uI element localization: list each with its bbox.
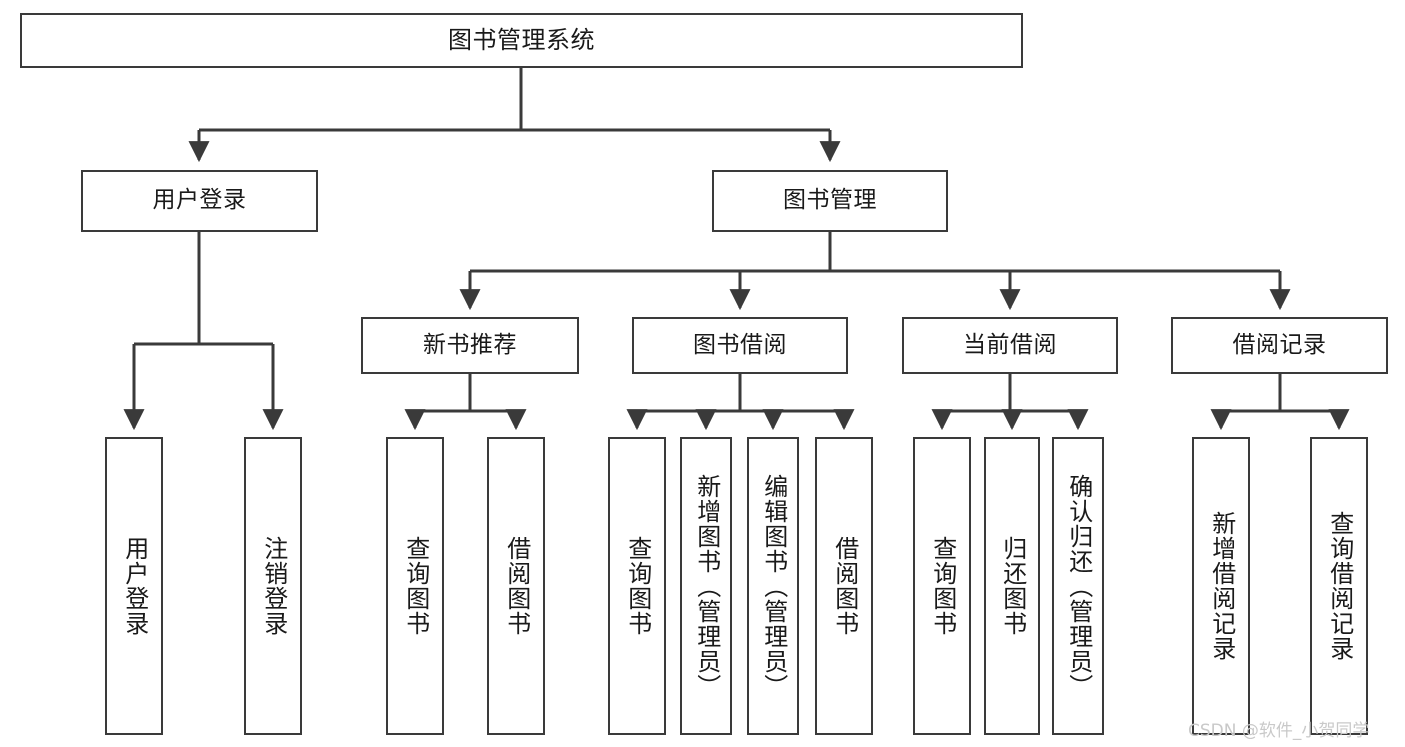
node-leaf-user-logout-label: 注销登录: [259, 536, 288, 636]
node-root[interactable]: 图书管理系统: [20, 13, 1023, 68]
node-leaf-confirm-return-admin[interactable]: 确认归还（管理员）: [1052, 437, 1104, 735]
node-leaf-borrow-book-1-label: 借阅图书: [502, 536, 531, 636]
node-leaf-user-login-label: 用户登录: [120, 536, 149, 636]
csdn-watermark: CSDN @软件_小贺同学: [1188, 721, 1370, 741]
node-book-borrow[interactable]: 图书借阅: [632, 317, 848, 374]
node-borrow-record-label: 借阅记录: [1232, 331, 1327, 358]
node-leaf-query-book-2-label: 查询图书: [623, 536, 652, 636]
node-new-book-recommend-label: 新书推荐: [423, 331, 517, 358]
node-leaf-query-book-1[interactable]: 查询图书: [386, 437, 444, 735]
node-leaf-query-book-2[interactable]: 查询图书: [608, 437, 666, 735]
node-borrow-record[interactable]: 借阅记录: [1171, 317, 1388, 374]
node-leaf-query-borrow-record-label: 查询借阅记录: [1325, 511, 1354, 661]
node-book-manage-label: 图书管理: [783, 187, 877, 214]
node-current-borrow-label: 当前借阅: [963, 331, 1057, 358]
node-leaf-return-book[interactable]: 归还图书: [984, 437, 1040, 735]
node-leaf-borrow-book-2-label: 借阅图书: [830, 536, 859, 636]
node-leaf-add-borrow-record-label: 新增借阅记录: [1207, 511, 1236, 661]
node-leaf-add-book-admin[interactable]: 新增图书（管理员）: [680, 437, 732, 735]
node-leaf-edit-book-admin[interactable]: 编辑图书（管理员）: [747, 437, 799, 735]
node-leaf-user-logout[interactable]: 注销登录: [244, 437, 302, 735]
node-leaf-query-book-3-label: 查询图书: [928, 536, 957, 636]
node-user-login-label: 用户登录: [152, 187, 247, 214]
node-leaf-return-book-label: 归还图书: [998, 536, 1027, 636]
node-leaf-add-book-admin-label: 新增图书（管理员）: [692, 473, 721, 699]
node-current-borrow[interactable]: 当前借阅: [902, 317, 1118, 374]
node-leaf-user-login[interactable]: 用户登录: [105, 437, 163, 735]
node-root-label: 图书管理系统: [448, 26, 595, 55]
node-book-borrow-label: 图书借阅: [693, 331, 787, 358]
node-leaf-query-borrow-record[interactable]: 查询借阅记录: [1310, 437, 1368, 735]
node-new-book-recommend[interactable]: 新书推荐: [361, 317, 579, 374]
node-leaf-query-book-3[interactable]: 查询图书: [913, 437, 971, 735]
node-book-manage[interactable]: 图书管理: [712, 170, 948, 232]
node-leaf-add-borrow-record[interactable]: 新增借阅记录: [1192, 437, 1250, 735]
node-leaf-borrow-book-1[interactable]: 借阅图书: [487, 437, 545, 735]
node-user-login[interactable]: 用户登录: [81, 170, 318, 232]
node-leaf-query-book-1-label: 查询图书: [401, 536, 430, 636]
node-leaf-edit-book-admin-label: 编辑图书（管理员）: [759, 473, 788, 699]
node-leaf-confirm-return-admin-label: 确认归还（管理员）: [1064, 473, 1093, 699]
node-leaf-borrow-book-2[interactable]: 借阅图书: [815, 437, 873, 735]
